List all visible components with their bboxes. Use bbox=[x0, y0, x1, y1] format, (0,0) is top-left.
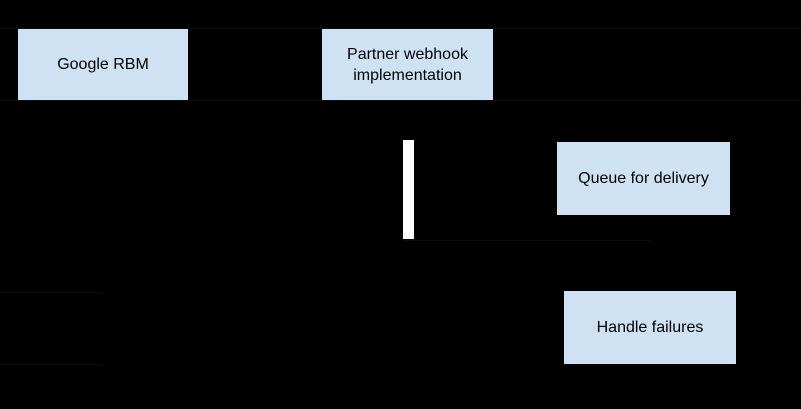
node-handle-failures: Handle failures bbox=[564, 291, 736, 364]
node-handle-failures-label: Handle failures bbox=[596, 319, 704, 336]
node-google-rbm: Google RBM bbox=[18, 29, 188, 100]
activation-bar bbox=[403, 140, 414, 239]
node-google-rbm-label: Google RBM bbox=[57, 56, 149, 73]
faint-connector-line bbox=[0, 292, 103, 293]
faint-connector-line bbox=[403, 240, 651, 241]
node-partner-webhook-label: Partner webhook implementation bbox=[347, 45, 468, 84]
node-partner-webhook: Partner webhook implementation bbox=[322, 29, 493, 100]
node-queue-for-delivery-label: Queue for delivery bbox=[578, 170, 709, 187]
node-queue-for-delivery: Queue for delivery bbox=[557, 142, 730, 215]
faint-connector-line bbox=[0, 364, 103, 365]
faint-connector-line bbox=[0, 100, 801, 101]
faint-connector-line bbox=[0, 28, 801, 29]
